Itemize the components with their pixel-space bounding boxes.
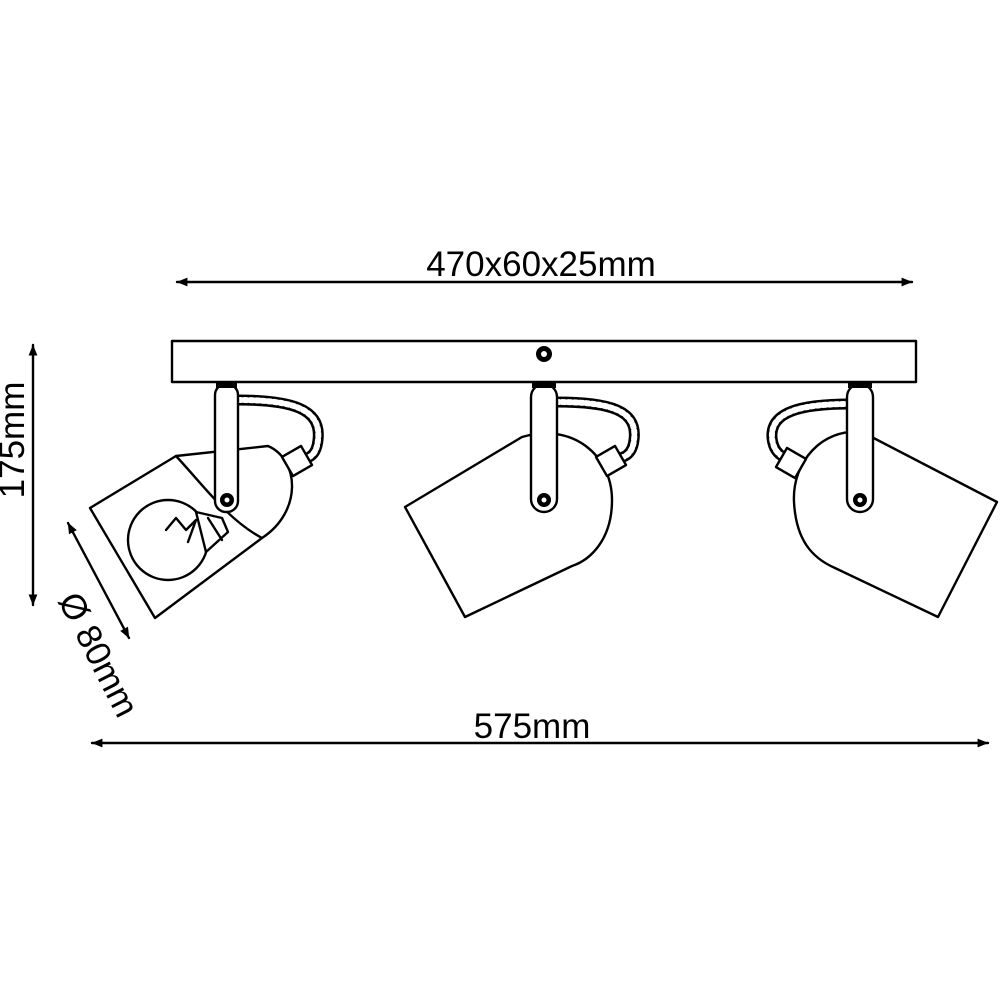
bulb-icon: [126, 498, 230, 582]
plate-dimension-label: 470x60x25mm: [426, 245, 656, 284]
mounting-plate: [170, 339, 918, 384]
height-dimension-label: 175mm: [0, 382, 32, 499]
total-width-dimension-label: 575mm: [474, 707, 591, 746]
spotlight-left: [88, 382, 324, 620]
total-width-dimension: 575mm: [90, 707, 990, 748]
diameter-dimension-label: Ø 80mm: [50, 586, 146, 723]
plate-dimension: 470x60x25mm: [175, 245, 914, 287]
spotlight-center: [403, 382, 640, 619]
height-dimension: 175mm: [0, 343, 38, 607]
spotlight-right: [766, 382, 999, 619]
